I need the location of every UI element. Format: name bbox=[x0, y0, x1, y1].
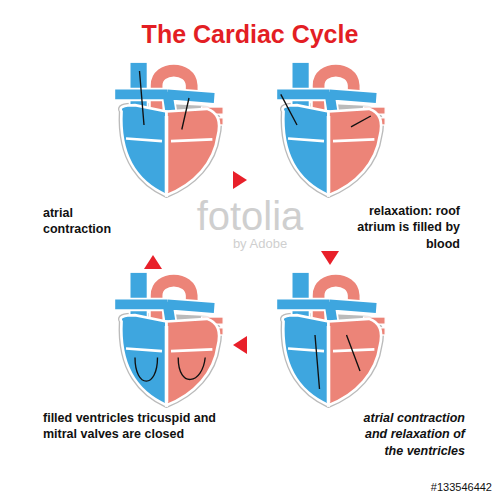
stage-label: atrial contraction bbox=[43, 205, 123, 238]
cycle-arrow bbox=[233, 171, 247, 189]
stage-label: filled ventricles tricuspid and mitral v… bbox=[43, 410, 233, 443]
watermark: by Adobe bbox=[210, 236, 310, 253]
stage-label: relaxation: roof atrium is filled by blo… bbox=[345, 203, 460, 252]
stage-label: atrial contraction and relaxation of the… bbox=[345, 410, 465, 459]
cycle-arrow bbox=[321, 251, 339, 265]
watermark: fotolia bbox=[150, 190, 350, 242]
heart-ventricle-relaxation bbox=[277, 272, 385, 405]
heart-atrial-contraction bbox=[115, 62, 223, 195]
title: The Cardiac Cycle bbox=[0, 20, 500, 49]
image-id: #133546442 bbox=[380, 480, 492, 494]
cycle-arrow bbox=[144, 255, 162, 269]
cycle-arrow bbox=[233, 336, 247, 354]
heart-filled-ventricles bbox=[115, 272, 223, 405]
heart-relaxation bbox=[277, 62, 385, 195]
